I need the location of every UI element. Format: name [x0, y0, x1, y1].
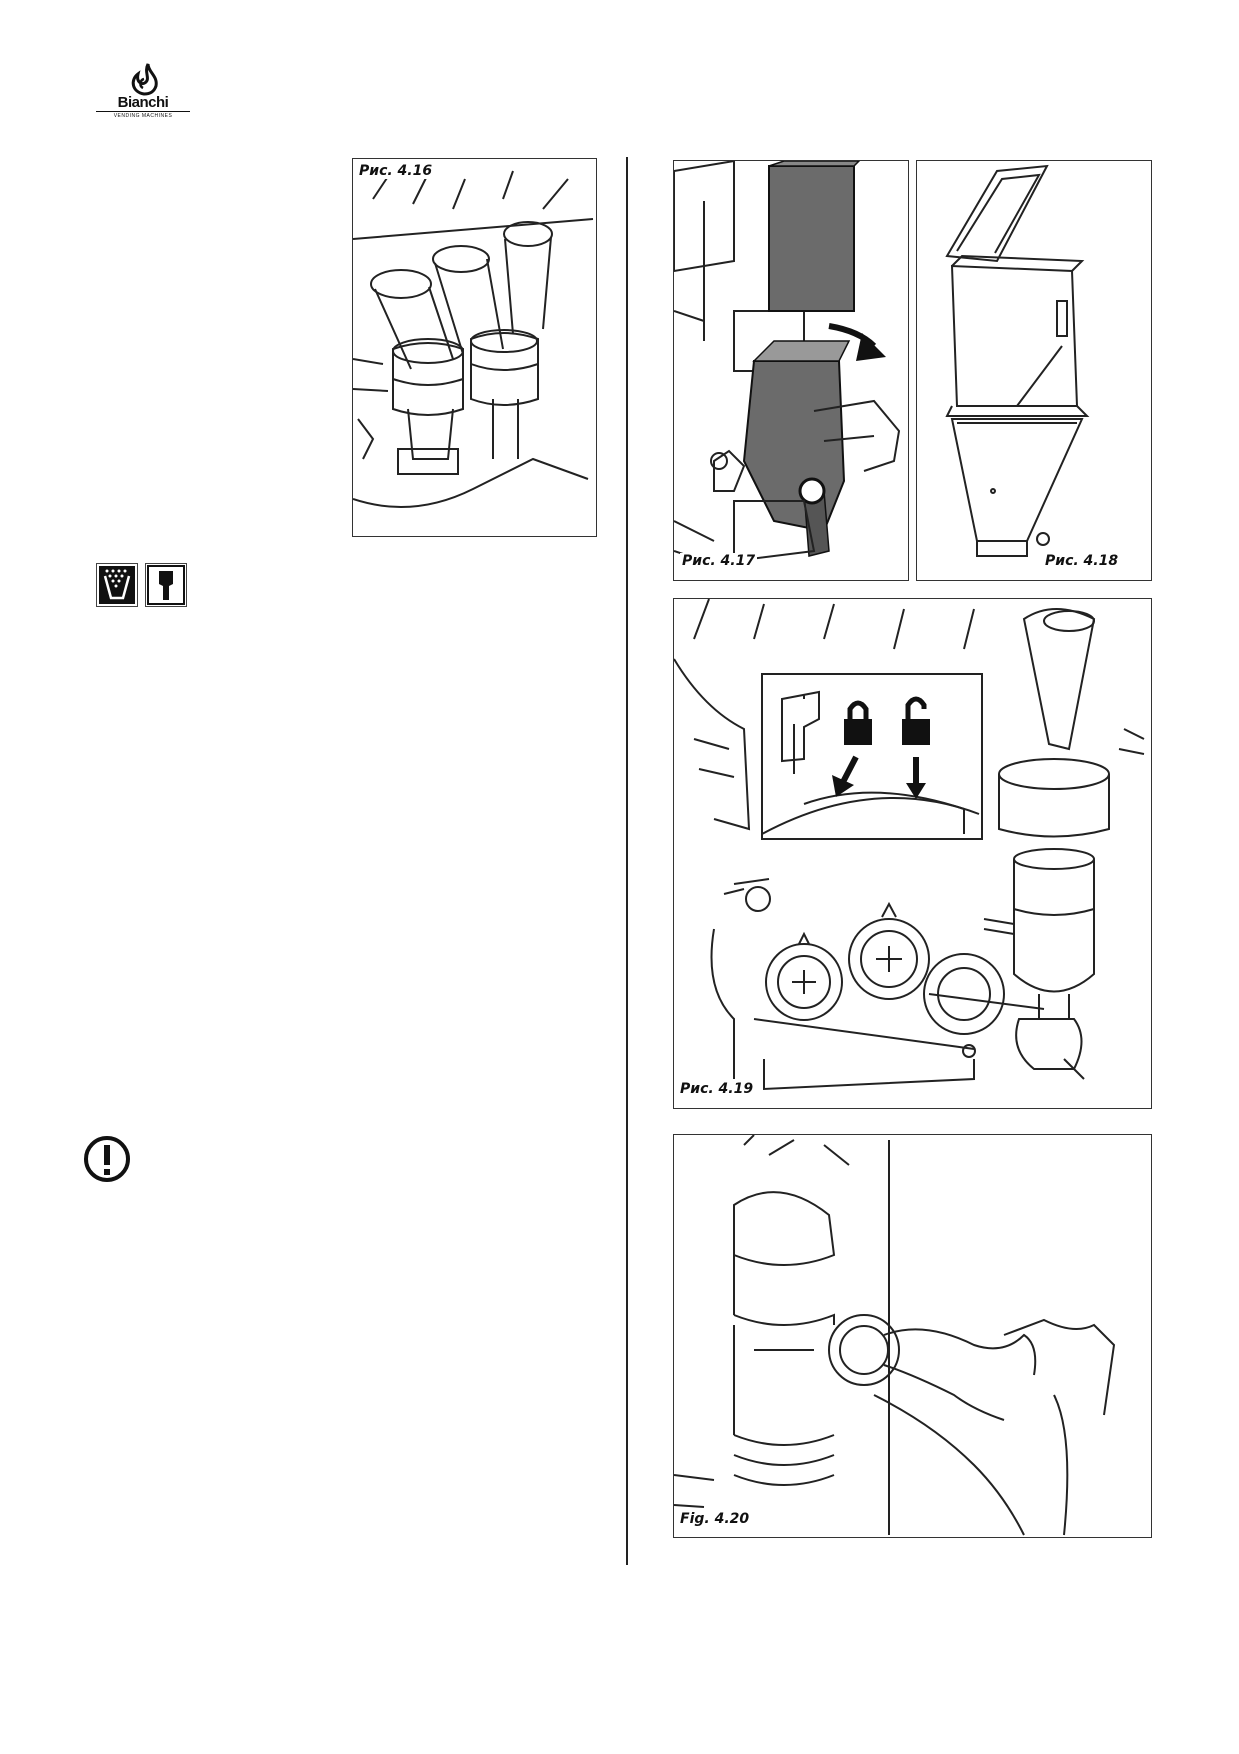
figure-4-20: Fig. 4.20: [673, 1134, 1152, 1538]
canister-removal-drawing: [674, 161, 901, 563]
figure-caption: Fig. 4.20: [678, 1511, 752, 1527]
figure-4-19: Рис. 4.19: [673, 598, 1152, 1109]
key-tool-icon: [145, 563, 187, 607]
brand-name: Bianchi: [117, 94, 169, 111]
cleaning-with-cloth-drawing: [674, 1135, 1116, 1536]
figure-caption: Рис. 4.18: [1043, 553, 1121, 569]
brand-subtitle: VENDING MACHINES: [96, 111, 190, 119]
flame-logo-icon: [131, 63, 158, 96]
figure-4-17: Рис. 4.17: [673, 160, 909, 581]
figure-caption: Рис. 4.17: [680, 553, 758, 569]
canister-spouts-drawing: [353, 168, 594, 508]
mixing-bowl-assembly-drawing: [674, 599, 1145, 1091]
warning-exclamation-icon: [82, 1134, 132, 1184]
bianchi-logo: Bianchi VENDING MACHINES: [96, 62, 190, 120]
lock-closed-icon: [844, 700, 872, 745]
figure-caption: Рис. 4.19: [678, 1081, 756, 1097]
figure-caption: Рис. 4.16: [357, 163, 435, 179]
figure-4-16: Рис. 4.16: [352, 158, 597, 537]
figure-4-18: Рис. 4.18: [916, 160, 1152, 581]
canister-open-lid-drawing: [945, 164, 1090, 557]
column-divider: [626, 157, 628, 1565]
lock-open-icon: [902, 696, 930, 745]
dishwasher-icon: [96, 563, 138, 607]
